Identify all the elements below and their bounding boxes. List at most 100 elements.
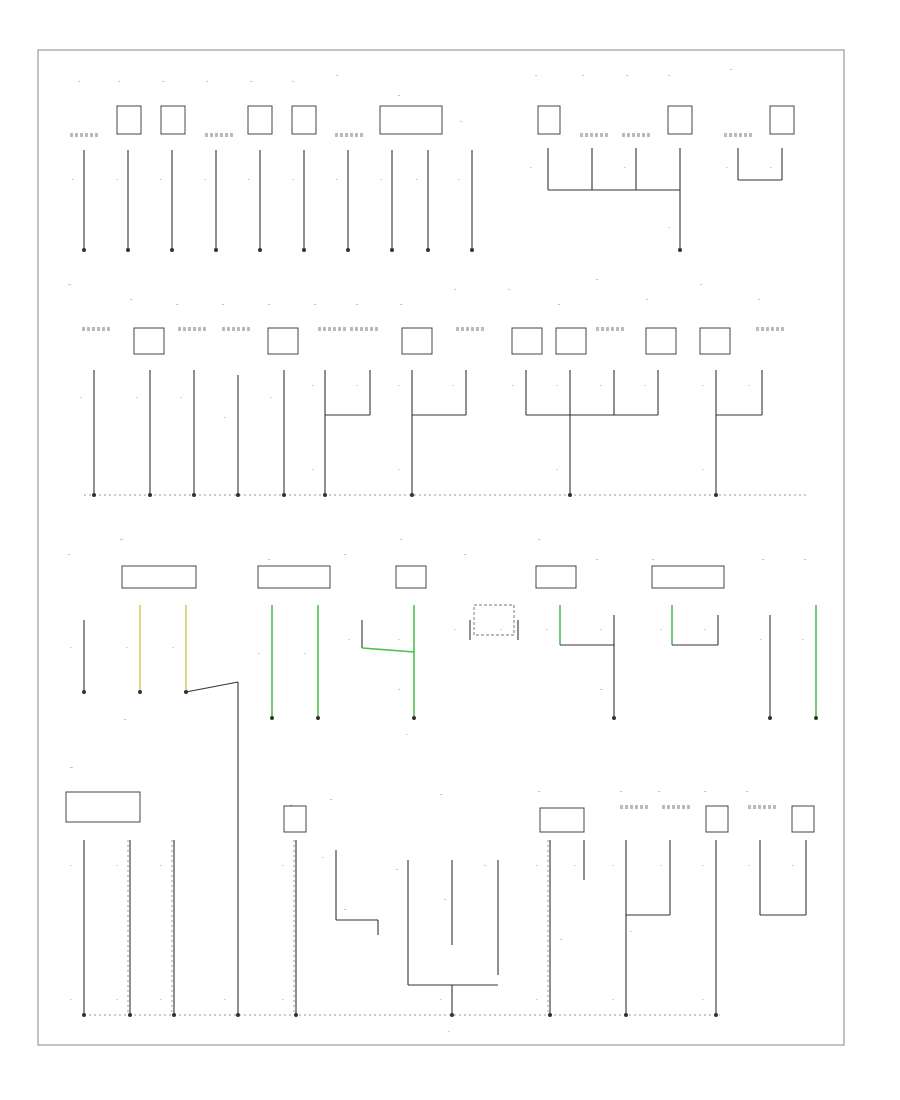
svg-text:▪▪: ▪▪ [458,179,460,181]
svg-text:▪▪▪: ▪▪▪ [268,304,271,306]
row-2-wires [84,370,806,497]
svg-text:▪▪: ▪▪ [530,167,532,169]
diagram-border [37,49,845,1046]
svg-text:▪▪: ▪▪ [416,179,418,181]
svg-text:▪▪: ▪▪ [574,865,576,867]
svg-text:▪▪▪: ▪▪▪ [746,791,749,793]
svg-text:▪▪: ▪▪ [452,385,454,387]
svg-text:▪▪▪: ▪▪▪ [646,299,649,301]
row-4-labels: ▪▪▪▪▪▪▪▪▪▪ ▪▪▪▪▪▪▪▪▪ ▪▪▪▪▪▪▪▪▪ [70,767,749,807]
svg-text:▪▪▪: ▪▪▪ [398,689,401,691]
svg-text:▪▪▪: ▪▪▪ [582,75,585,77]
svg-text:▪▪: ▪▪ [398,469,400,471]
svg-text:▪▪: ▪▪ [304,653,306,655]
svg-text:▪▪: ▪▪ [792,865,794,867]
svg-text:▪▪▪: ▪▪▪ [118,81,121,83]
svg-text:▪▪▪: ▪▪▪ [292,81,295,83]
svg-text:▪▪▪▪: ▪▪▪▪ [70,767,73,769]
svg-text:▪▪▪: ▪▪▪ [535,75,538,77]
svg-text:▪▪: ▪▪ [72,179,74,181]
svg-text:▪▪: ▪▪ [748,385,750,387]
svg-text:▪▪▪: ▪▪▪ [538,791,541,793]
svg-text:▪▪: ▪▪ [116,179,118,181]
svg-text:▪▪: ▪▪ [348,639,350,641]
svg-text:▪▪: ▪▪ [248,179,250,181]
svg-text:▪▪: ▪▪ [160,865,162,867]
svg-text:▪▪▪: ▪▪▪ [314,304,317,306]
svg-text:▪▪▪: ▪▪▪ [558,304,561,306]
svg-text:▪▪: ▪▪ [660,629,662,631]
svg-text:▪▪: ▪▪ [258,653,260,655]
svg-text:▪▪▪: ▪▪▪ [396,869,399,871]
svg-text:▪▪▪: ▪▪▪ [464,554,467,556]
svg-text:▪▪: ▪▪ [612,999,614,1001]
svg-text:▪▪: ▪▪ [160,999,162,1001]
svg-text:▪▪: ▪▪ [702,385,704,387]
row-1-left-wires [82,150,474,252]
svg-text:▪▪: ▪▪ [536,865,538,867]
svg-text:▪▪▪: ▪▪▪ [596,279,599,281]
svg-text:▪▪▪: ▪▪▪ [400,304,403,306]
svg-text:▪▪: ▪▪ [270,397,272,399]
svg-text:▪▪▪: ▪▪▪ [176,304,179,306]
row-1-wire-labels: ▪▪▪▪▪▪ ▪▪▪▪▪▪ ▪▪▪▪▪▪ ▪▪▪▪▪▪ ▪▪▪▪▪▪ [72,167,772,229]
svg-text:▪▪▪: ▪▪▪ [440,794,443,796]
svg-text:▪▪: ▪▪ [80,397,82,399]
row-4-components: ▪▪▪▪▪▪▪▪▪▪ ▪▪▪▪▪▪▪▪▪ ▪▪▪▪▪▪▪▪▪ [65,767,815,1033]
svg-text:▪▪: ▪▪ [726,167,728,169]
svg-text:▪▪▪: ▪▪▪ [620,791,623,793]
svg-text:▪▪: ▪▪ [748,865,750,867]
svg-text:▪▪▪: ▪▪▪ [398,95,401,97]
row-3-wire-labels: ▪▪▪▪▪▪ ▪▪▪▪▪▪ ▪▪▪▪▪▪ ▪▪▪▪▪▪ ▪▪▪▪▪▪ ▪▪▪▪▪… [70,629,804,736]
svg-text:▪▪▪: ▪▪▪ [356,304,359,306]
row-2-components: ▪▪▪▪▪▪▪▪▪▪ ▪▪▪▪▪▪▪▪▪ ▪▪▪▪▪▪▪▪▪ ▪▪▪▪▪▪▪▪▪… [68,279,806,497]
svg-text:▪▪: ▪▪ [70,999,72,1001]
svg-text:▪▪▪: ▪▪▪ [162,81,165,83]
svg-text:▪▪: ▪▪ [512,385,514,387]
svg-text:▪▪▪: ▪▪▪ [600,689,603,691]
svg-text:▪▪: ▪▪ [546,629,548,631]
svg-text:▪▪: ▪▪ [702,469,704,471]
svg-text:▪▪: ▪▪ [556,469,558,471]
svg-text:▪▪: ▪▪ [282,865,284,867]
svg-text:▪▪▪: ▪▪▪ [68,554,71,556]
svg-text:▪▪: ▪▪ [204,179,206,181]
row-2-wire-labels: ▪▪▪▪▪▪ ▪▪▪▪▪▪ ▪▪▪▪▪▪ ▪▪▪▪▪▪ ▪▪▪▪▪▪ ▪▪▪▪▪… [80,385,750,471]
svg-text:▪▪: ▪▪ [282,999,284,1001]
svg-text:▪▪▪▪: ▪▪▪▪ [68,284,71,286]
svg-text:▪▪: ▪▪ [312,385,314,387]
svg-text:▪▪: ▪▪ [224,417,226,419]
row-3-labels: ▪▪▪▪▪▪▪▪▪▪ ▪▪▪▪▪▪▪▪▪ ▪▪▪▪▪▪▪▪▪ ▪▪▪▪▪▪ [68,539,807,561]
svg-text:▪▪: ▪▪ [702,999,704,1001]
svg-text:▪▪▪: ▪▪▪ [206,81,209,83]
svg-text:▪▪▪: ▪▪▪ [730,69,733,71]
svg-text:▪▪: ▪▪ [556,385,558,387]
row-4-wires [82,840,807,1017]
svg-text:▪▪: ▪▪ [398,639,400,641]
svg-text:▪▪▪: ▪▪▪ [626,75,629,77]
svg-text:▪▪: ▪▪ [224,999,226,1001]
svg-text:▪▪: ▪▪ [760,639,762,641]
row-4-wire-labels: ▪▪▪▪▪▪ ▪▪▪▪▪▪▪ ▪▪▪▪▪▪▪▪▪ ▪▪▪▪▪▪ ▪▪▪▪▪▪ ▪… [70,857,794,1033]
svg-text:▪▪: ▪▪ [116,865,118,867]
svg-text:▪▪: ▪▪ [70,647,72,649]
svg-text:▪▪▪: ▪▪▪ [804,559,807,561]
row-3-wires [82,605,818,1015]
svg-text:▪▪: ▪▪ [668,227,670,229]
svg-text:▪▪▪: ▪▪▪ [130,299,133,301]
svg-text:▪▪: ▪▪ [70,865,72,867]
svg-text:▪▪: ▪▪ [716,931,718,933]
svg-text:▪▪: ▪▪ [770,167,772,169]
svg-text:▪▪▪: ▪▪▪ [250,81,253,83]
svg-text:▪▪▪: ▪▪▪ [596,559,599,561]
svg-text:▪▪: ▪▪ [448,1031,450,1033]
svg-text:▪▪: ▪▪ [136,397,138,399]
svg-text:▪▪: ▪▪ [160,179,162,181]
svg-text:▪▪: ▪▪ [600,385,602,387]
svg-text:▪▪▪: ▪▪▪ [560,939,563,941]
svg-text:▪▪: ▪▪ [312,469,314,471]
svg-text:▪▪▪: ▪▪▪ [658,791,661,793]
svg-text:▪▪▪▪: ▪▪▪▪ [120,539,123,541]
svg-text:▪▪▪: ▪▪▪ [336,75,339,77]
